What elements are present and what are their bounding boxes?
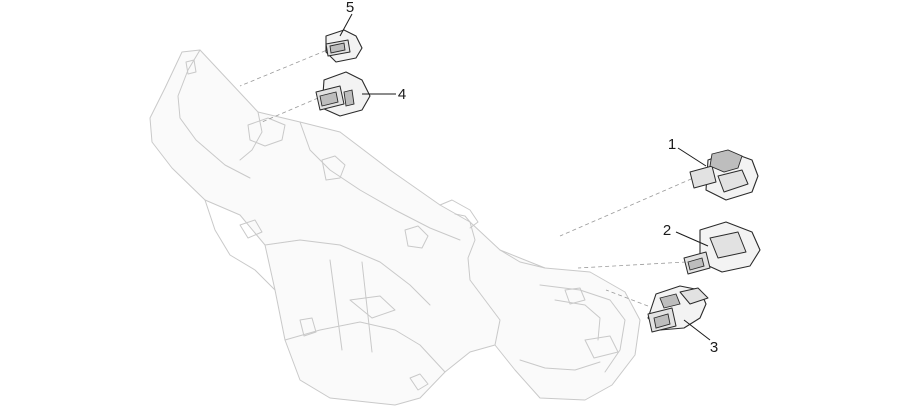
leader-lines [339,13,711,341]
part-5-switch-cap [325,29,363,63]
handlebar-housing [149,49,641,406]
callout-2: 2 [663,222,671,239]
callout-4: 4 [398,86,406,103]
leader-2 [675,231,709,247]
leader-5 [339,13,353,37]
callout-5: 5 [346,0,354,16]
part-1-switch-button [689,149,759,201]
callout-3: 3 [710,339,718,356]
callout-labels: 5 4 1 2 3 [346,0,718,356]
callout-1: 1 [668,136,676,153]
part-3-switch-assembly [647,285,709,333]
leader-1 [677,147,707,167]
leader-3 [683,319,711,341]
part-4-switch [315,71,371,117]
assembly-guide-lines [239,47,699,307]
part-2-switch-body [683,221,761,275]
